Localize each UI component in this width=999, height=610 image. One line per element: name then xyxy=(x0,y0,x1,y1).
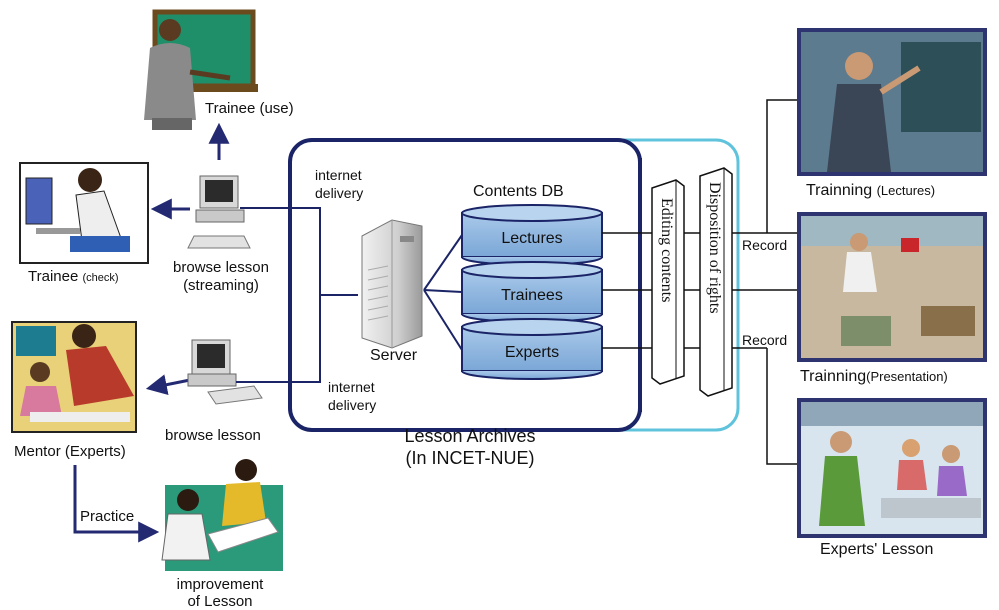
disposition-rights-label: Disposition of rights xyxy=(706,182,723,314)
trainning-presentation-label: Trainning(Presentation) xyxy=(800,368,948,385)
db-item-trainees: Trainees xyxy=(501,287,563,304)
disposition-rights-bar xyxy=(699,167,733,397)
improvement-figure xyxy=(161,459,283,571)
record-bottom-label: Record xyxy=(742,332,788,348)
experts-lesson-image xyxy=(797,398,987,538)
mentor-label: Mentor (Experts) xyxy=(14,443,126,460)
delivery-top-label: internet delivery xyxy=(315,167,364,201)
trainee-check-figure xyxy=(19,162,149,264)
improvement-label: improvement of Lesson xyxy=(176,576,264,610)
server-label: Server xyxy=(370,347,418,364)
lectures-image xyxy=(797,28,987,176)
contents-db-title: Contents DB xyxy=(473,183,564,200)
browse-streaming-label: browse lesson (streaming) xyxy=(173,259,269,294)
db-item-experts: Experts xyxy=(504,344,560,361)
db-item-lectures: Lectures xyxy=(501,230,563,247)
lesson-archives-label: Lesson Archives (In INCET-NUE) xyxy=(404,426,536,468)
experts-lesson-label: Experts' Lesson xyxy=(820,541,934,558)
pc-browse-icon xyxy=(187,339,263,405)
trainning-lectures-label: Trainning (Lectures) xyxy=(806,182,936,199)
server-icon xyxy=(361,219,423,349)
trainee-check-label: Trainee (check) xyxy=(28,268,119,285)
trainee-use-label: Trainee (use) xyxy=(205,100,294,117)
presentation-image xyxy=(797,212,987,362)
practice-label: Practice xyxy=(80,508,135,525)
editing-contents-label: Editing contents xyxy=(658,198,675,303)
browse-lesson-label: browse lesson xyxy=(165,427,261,444)
record-top-label: Record xyxy=(742,237,788,253)
pc-streaming-icon xyxy=(187,175,251,249)
delivery-bottom-label: internet delivery xyxy=(328,379,377,413)
db-cylinder-experts xyxy=(461,318,603,380)
editing-contents-bar xyxy=(651,179,685,385)
mentor-figure xyxy=(11,321,137,433)
trainee-teacher-figure xyxy=(144,9,258,130)
